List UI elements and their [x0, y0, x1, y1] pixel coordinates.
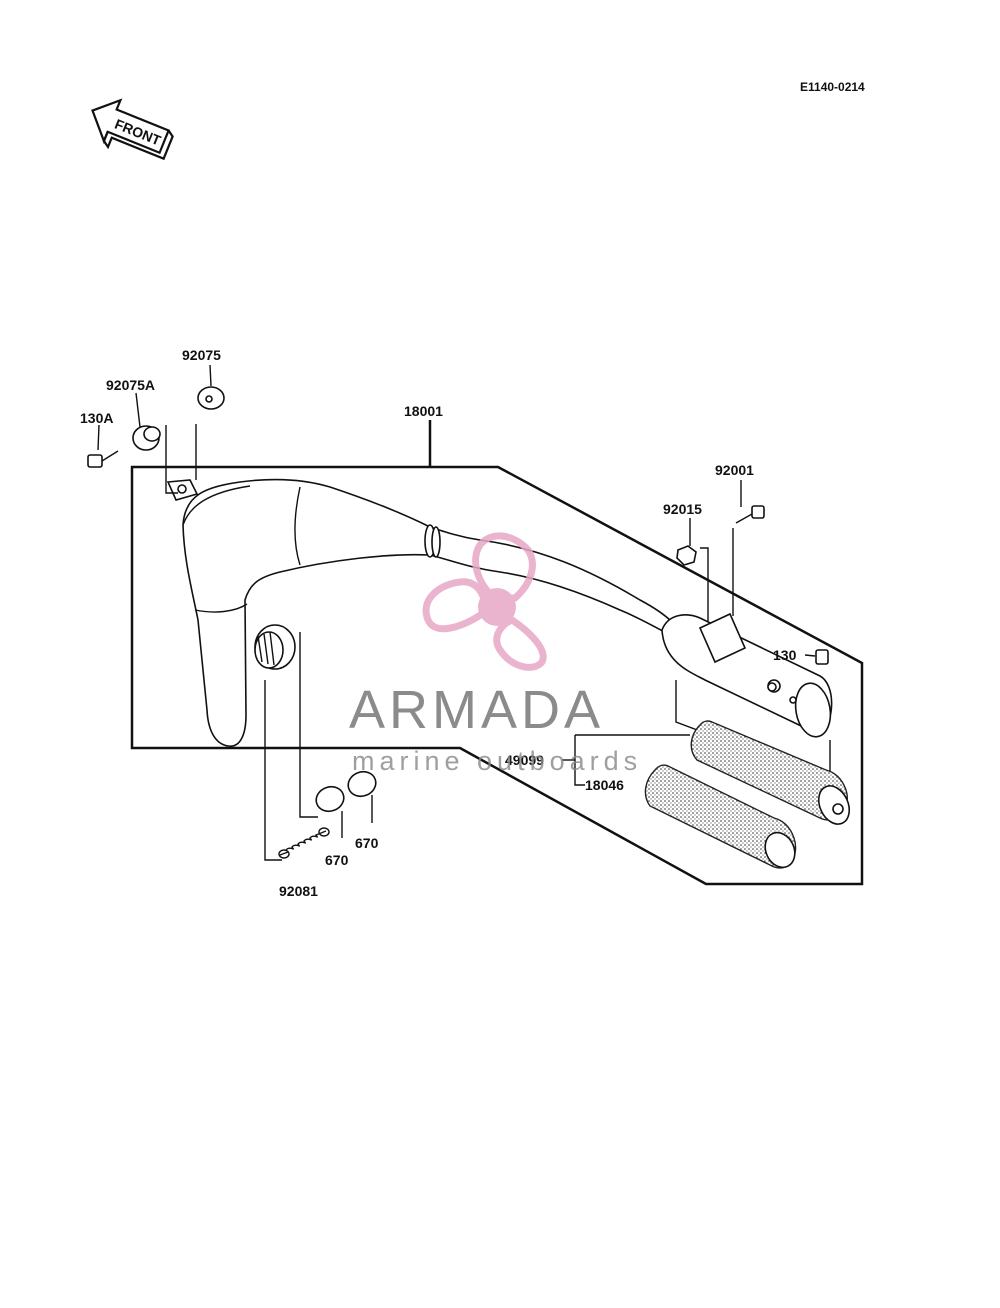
watermark-brand: ARMADA — [349, 680, 604, 740]
callout-18046: 18046 — [585, 777, 624, 793]
callout-92015: 92015 — [663, 501, 702, 517]
watermark-tagline: marine outboards — [352, 746, 642, 776]
front-arrow-icon: FRONT — [91, 98, 174, 161]
silencer-packing-parts — [644, 720, 851, 869]
callout-92075: 92075 — [182, 347, 221, 363]
callout-49099: 49099 — [505, 752, 544, 768]
callout-130a: 130A — [80, 410, 113, 426]
callout-130: 130 — [773, 647, 797, 663]
assembly-outline — [130, 465, 864, 886]
callout-670-lower: 670 — [325, 852, 349, 868]
hardware-parts — [87, 386, 829, 859]
callout-18001: 18001 — [404, 403, 443, 419]
watermark: ARMADA marine outboards — [349, 532, 642, 776]
leader-lines — [97, 364, 816, 861]
callout-670-upper: 670 — [355, 835, 379, 851]
expansion-chamber-pipe — [166, 478, 682, 747]
propeller-logo-icon — [422, 532, 547, 671]
callout-92081: 92081 — [279, 883, 318, 899]
callout-92001: 92001 — [715, 462, 754, 478]
reference-code: E1140-0214 — [800, 80, 865, 94]
callout-92075a: 92075A — [106, 377, 155, 393]
